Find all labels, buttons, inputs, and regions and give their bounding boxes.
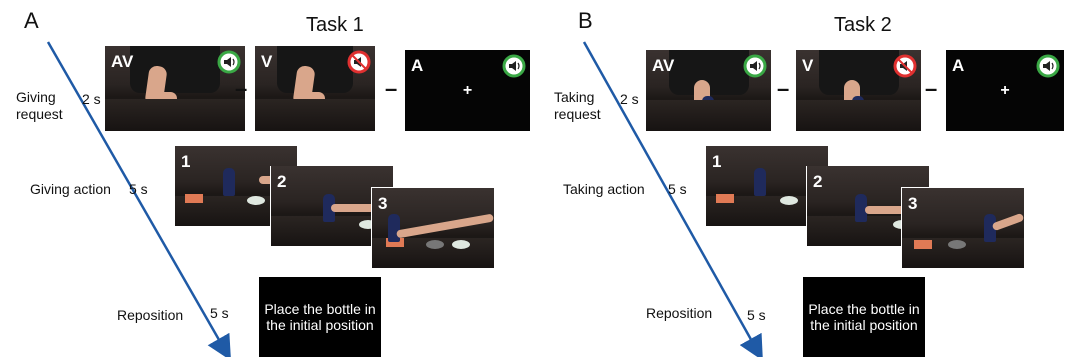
modality-tag: AV [652, 56, 675, 75]
panel-letter: A [24, 8, 39, 33]
action-duration: 5 s [668, 181, 687, 197]
sound-on-icon [217, 50, 241, 74]
request-frame-a: A + [946, 50, 1064, 131]
instruction-screen: Place the bottle in the initial position [803, 277, 925, 357]
request-duration: 2 s [82, 91, 101, 107]
action-duration: 5 s [129, 181, 148, 197]
panel-letter: B [578, 8, 593, 33]
separator: – [925, 76, 938, 101]
instruction-text: Place the bottle in the initial position [808, 301, 920, 333]
action-frame-3: 3 [901, 187, 1024, 268]
task-title: Task 2 [834, 14, 892, 36]
separator: – [235, 76, 248, 101]
step-number: 2 [813, 172, 823, 191]
reposition-duration: 5 s [747, 307, 766, 323]
reposition-label: Reposition [646, 305, 713, 321]
step-number: 3 [908, 194, 918, 213]
action-label: Taking action [563, 181, 645, 197]
request-frame-v: V [255, 46, 375, 131]
request-label: Taking request [554, 89, 601, 122]
reposition-label: Reposition [117, 307, 184, 323]
request-frame-av: AV [105, 46, 245, 131]
instruction-screen: Place the bottle in the initial position [259, 277, 381, 357]
action-frame-3: 3 [371, 187, 494, 268]
modality-tag: A [411, 56, 424, 75]
fixation-cross: + [462, 81, 473, 99]
sound-on-icon [743, 54, 767, 78]
sound-on-icon [1036, 54, 1060, 78]
request-frame-a: A + [405, 50, 530, 131]
request-frame-v: V [796, 50, 921, 131]
request-duration: 2 s [620, 91, 639, 107]
modality-tag: V [802, 56, 814, 75]
timeline-arrow-b [582, 41, 763, 357]
instruction-text: Place the bottle in the initial position [264, 301, 376, 333]
sound-off-icon [347, 50, 371, 74]
timeline-arrow-a [46, 41, 231, 357]
modality-tag: AV [111, 52, 134, 71]
modality-tag: V [261, 52, 273, 71]
request-label: Giving request [16, 89, 63, 122]
reposition-duration: 5 s [210, 305, 229, 321]
step-number: 1 [712, 152, 722, 171]
step-number: 3 [378, 194, 388, 213]
task-title: Task 1 [306, 14, 364, 36]
separator: – [385, 76, 398, 101]
step-number: 2 [277, 172, 287, 191]
separator: – [777, 76, 790, 101]
step-number: 1 [181, 152, 191, 171]
fixation-cross: + [1000, 81, 1010, 99]
sound-off-icon [893, 54, 917, 78]
request-frame-av: AV [646, 50, 771, 131]
action-label: Giving action [30, 181, 111, 197]
modality-tag: A [952, 56, 965, 75]
sound-on-icon [502, 54, 526, 78]
